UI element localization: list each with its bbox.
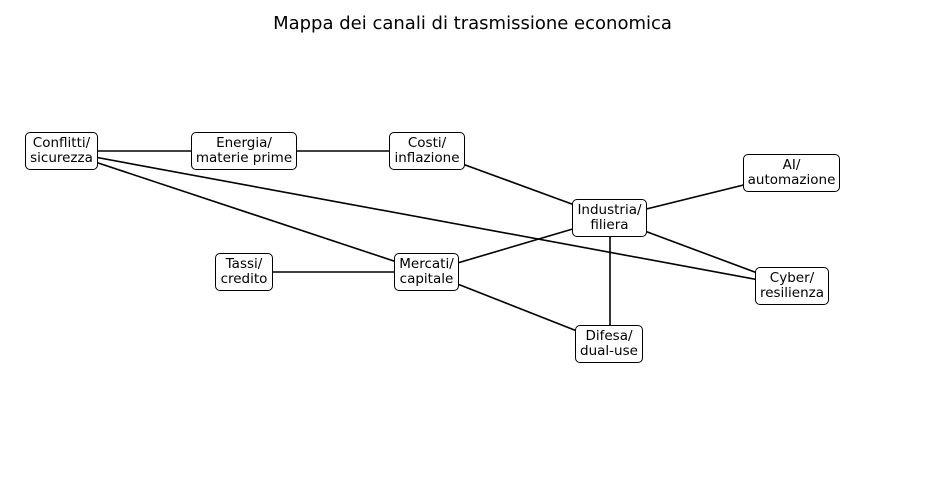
node-difesa-line-2: dual-use <box>580 343 638 359</box>
node-industria-line-1: Industria/ <box>577 202 642 218</box>
node-ai: AI/ automazione <box>743 154 840 192</box>
node-tassi: Tassi/ credito <box>215 253 273 291</box>
node-difesa-line-1: Difesa/ <box>585 328 633 344</box>
node-costi: Costi/ inflazione <box>389 132 465 170</box>
node-difesa: Difesa/ dual-use <box>575 325 643 363</box>
node-energia: Energia/ materie prime <box>191 132 297 170</box>
node-conflitti-line-1: Conflitti/ <box>32 135 91 151</box>
node-mercati: Mercati/ capitale <box>394 253 459 291</box>
node-conflitti-line-2: sicurezza <box>30 150 93 166</box>
node-cyber-line-1: Cyber/ <box>769 270 815 286</box>
node-costi-line-2: inflazione <box>394 150 460 166</box>
node-energia-line-2: materie prime <box>195 150 293 166</box>
node-costi-line-1: Costi/ <box>407 135 447 151</box>
node-cyber: Cyber/ resilienza <box>755 267 829 305</box>
node-ai-line-2: automazione <box>747 172 836 188</box>
node-tassi-line-2: credito <box>220 271 268 287</box>
node-tassi-line-1: Tassi/ <box>225 256 263 272</box>
node-conflitti: Conflitti/ sicurezza <box>25 132 98 170</box>
node-energia-line-1: Energia/ <box>216 135 272 151</box>
node-mercati-line-2: capitale <box>399 271 454 287</box>
node-ai-line-1: AI/ <box>782 157 801 173</box>
node-industria-line-2: filiera <box>590 217 629 233</box>
node-industria: Industria/ filiera <box>572 199 647 237</box>
node-mercati-line-1: Mercati/ <box>399 256 454 272</box>
node-cyber-line-2: resilienza <box>759 285 825 301</box>
diagram-title: Mappa dei canali di trasmissione economi… <box>273 13 672 34</box>
edge-conflitti-cyber <box>61 150 793 287</box>
edge-conflitti-mercati <box>61 150 428 273</box>
